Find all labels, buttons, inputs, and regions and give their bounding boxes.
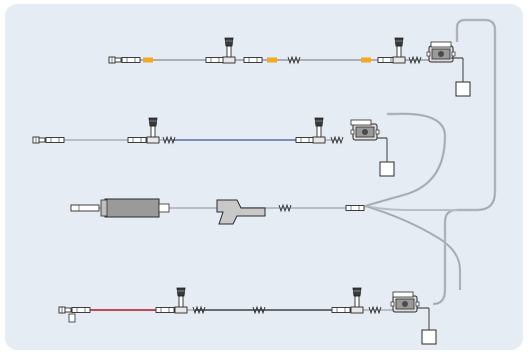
syringe-barrel [104,198,160,218]
top-line [108,37,471,97]
second-line [32,117,395,177]
roller-clamp [216,199,266,225]
image-panel [5,4,523,350]
cable-plug [455,81,471,97]
yellow-band [267,57,277,63]
bottom-line [58,287,437,345]
yellow-band [143,57,153,63]
yellow-band [361,57,371,63]
medical-tubing-illustration [32,18,497,345]
syringe-line [70,198,365,225]
cable-plug [421,329,437,345]
syringe-plunger [70,204,100,212]
cable-plug [379,161,395,177]
